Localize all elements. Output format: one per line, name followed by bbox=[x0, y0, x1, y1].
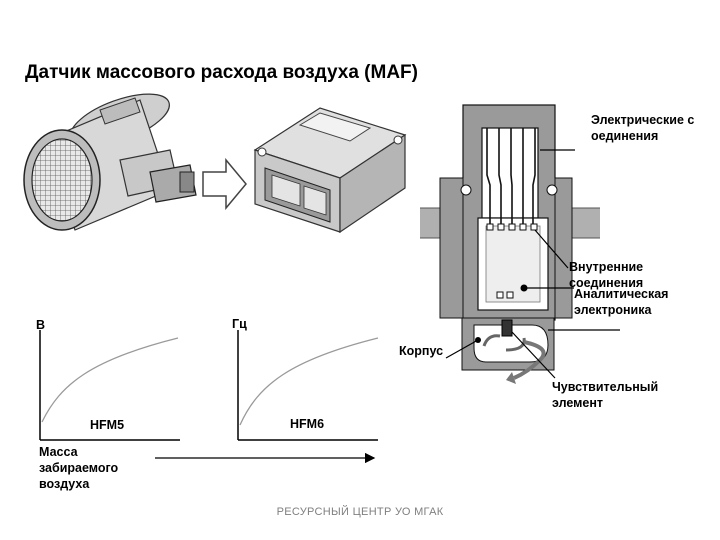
label-analytic-electronics: Аналитическая электроника bbox=[574, 287, 669, 317]
pointer-sensing bbox=[511, 331, 556, 379]
pointer-analytic-dot bbox=[520, 284, 528, 292]
label-electric-connections: Электрические соединения bbox=[591, 113, 695, 143]
maf-sensor-image bbox=[23, 93, 197, 231]
sensor-cross-section bbox=[420, 104, 600, 384]
footer-text: РЕСУРСНЫЙ ЦЕНТР УО МГАК bbox=[276, 506, 444, 518]
block-arrow bbox=[202, 157, 247, 211]
page-title: Датчик массового расхода воздуха (MAF) bbox=[25, 62, 418, 83]
graph-right bbox=[237, 330, 379, 441]
graph-left-curve bbox=[41, 337, 179, 423]
graph-left-curve-label: HFM5 bbox=[90, 418, 125, 432]
graph-right-curve bbox=[239, 337, 379, 426]
label-housing: Корпус bbox=[399, 344, 444, 358]
graph-left bbox=[39, 330, 180, 441]
label-sensing-element: Чувствительный элемент bbox=[552, 380, 659, 410]
ecu-image bbox=[253, 107, 407, 234]
pointer-internal bbox=[534, 229, 569, 269]
graph-right-curve-label: HFM6 bbox=[290, 417, 325, 431]
pointer-housing bbox=[445, 339, 479, 359]
pointer-housing-dot bbox=[475, 337, 481, 343]
graph-right-y-label: Гц bbox=[232, 317, 247, 331]
graph-left-y-label: В bbox=[36, 318, 46, 332]
label-internal-connections: Внутренние соединения bbox=[569, 260, 644, 290]
x-axis-label: Масса забираемого воздуха bbox=[39, 445, 119, 491]
